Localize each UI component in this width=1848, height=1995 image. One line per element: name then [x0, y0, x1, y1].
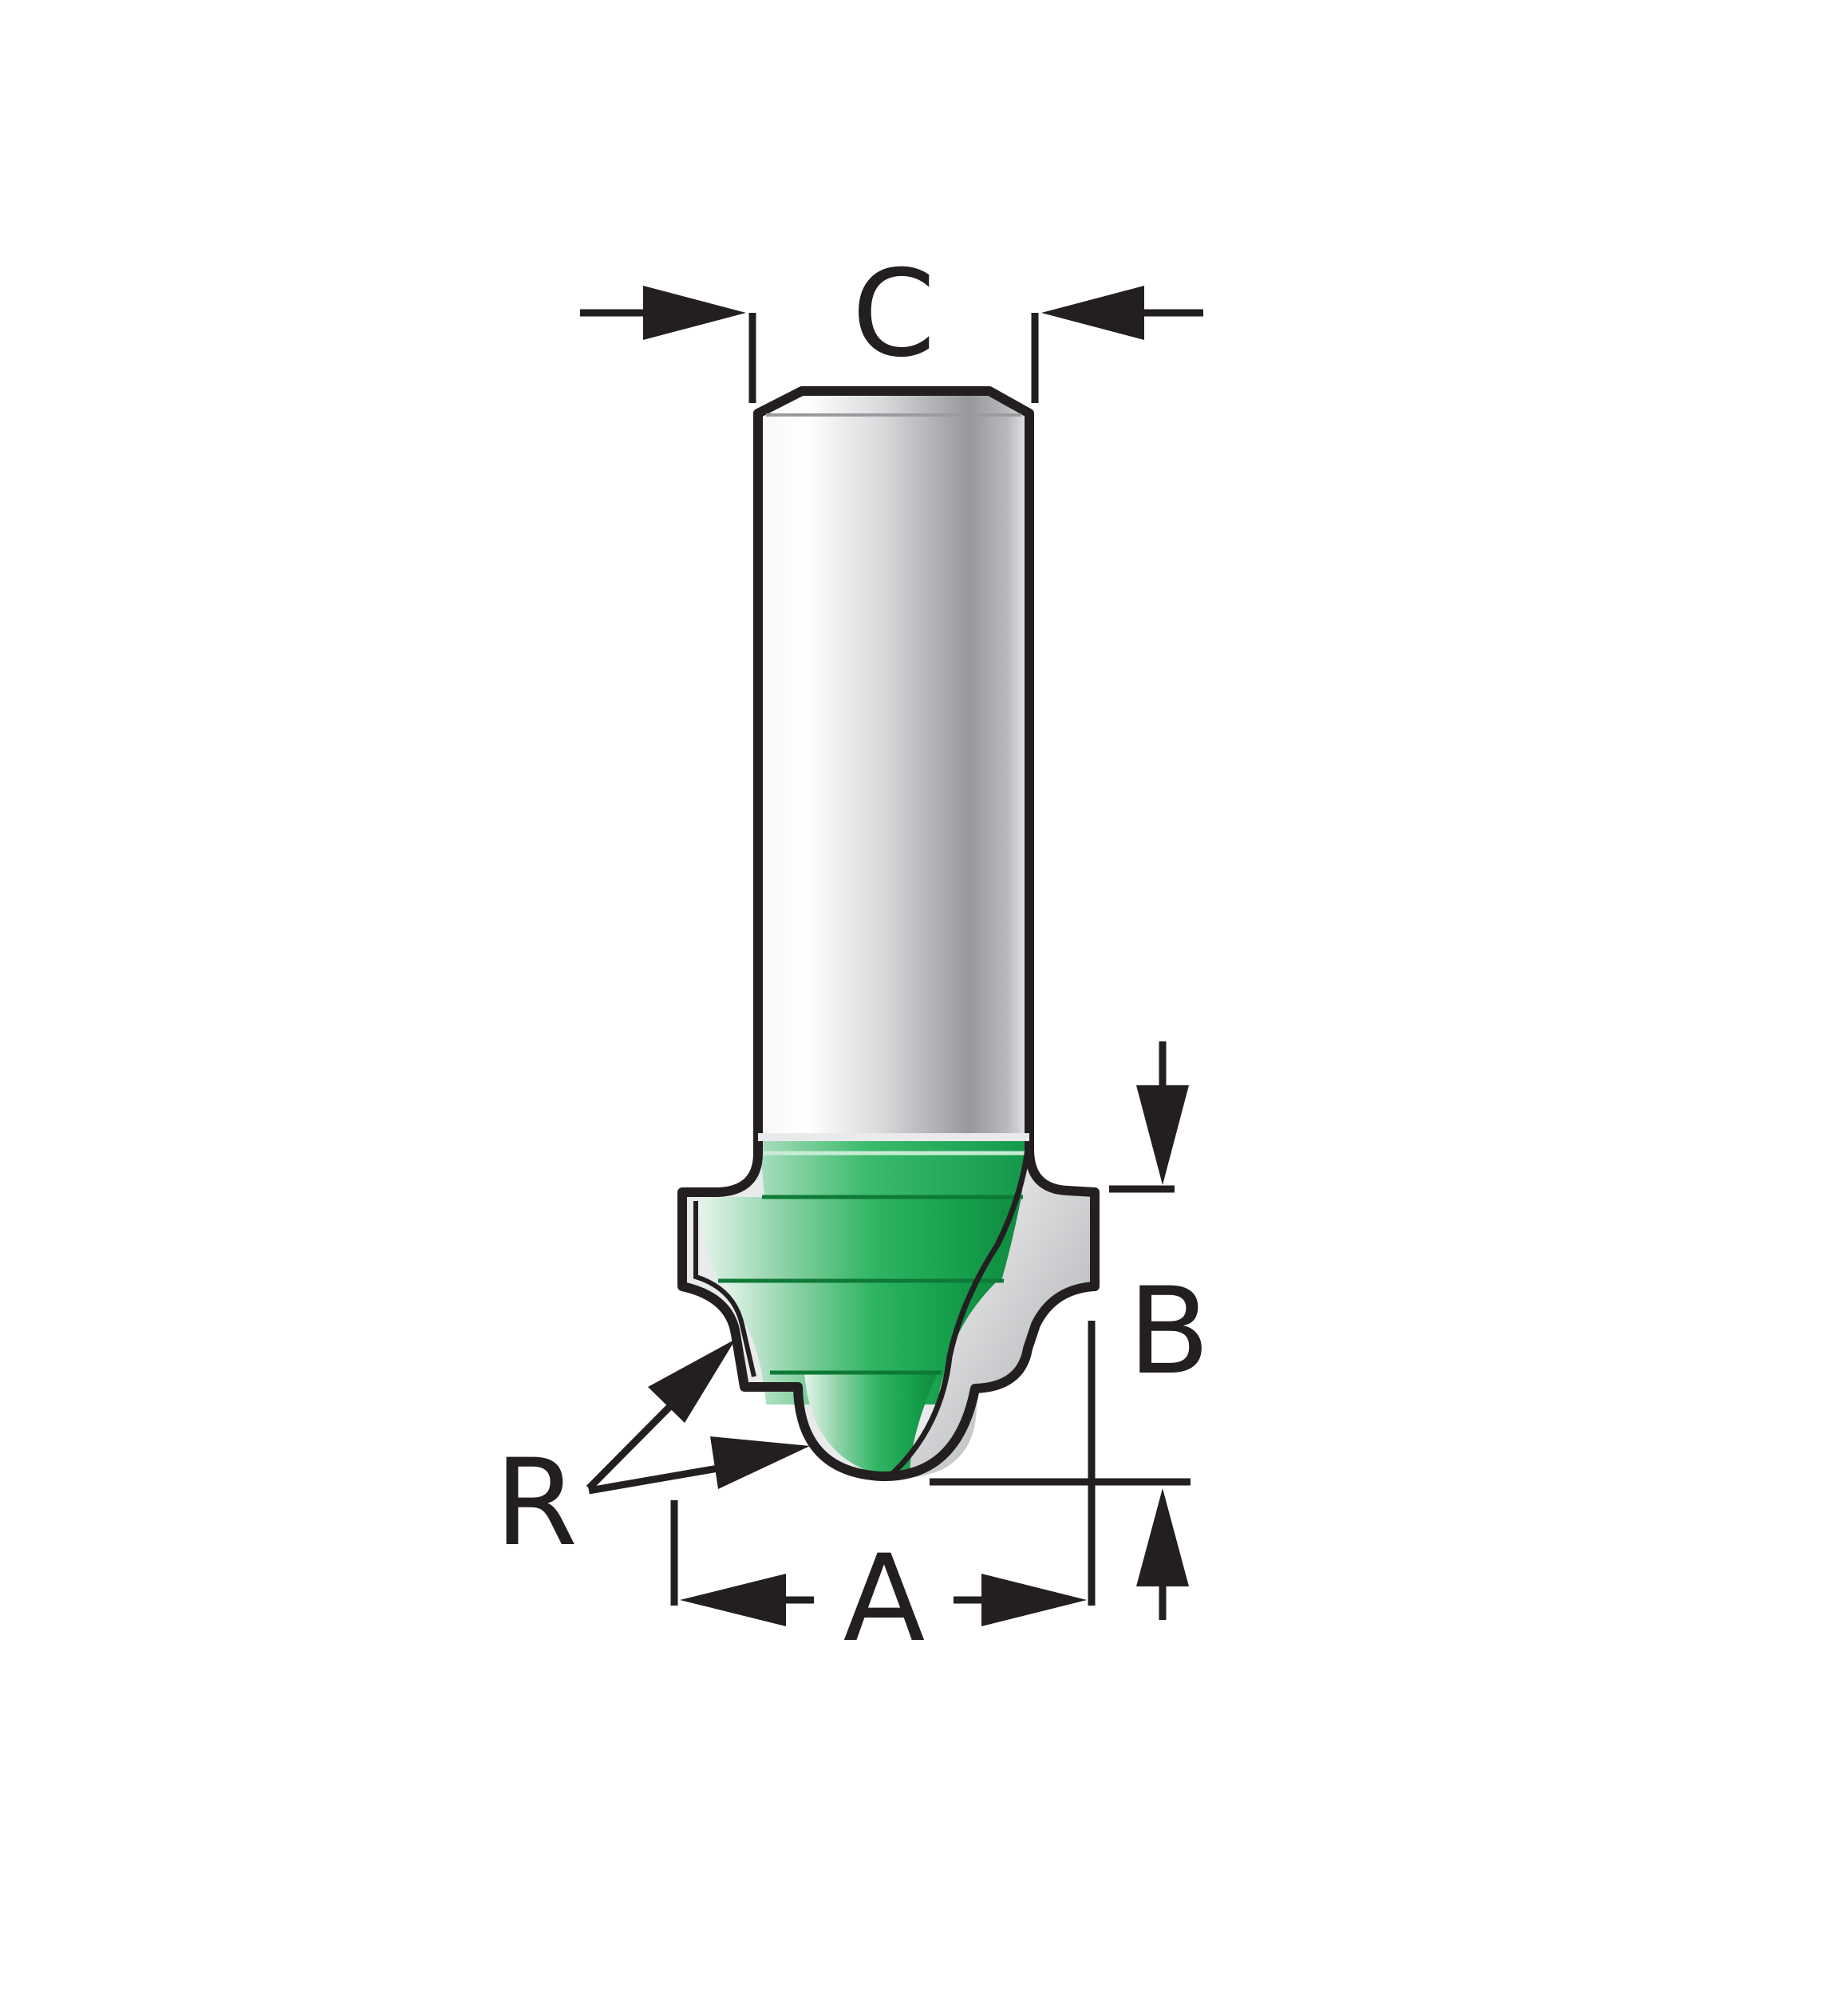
c-label: C [852, 245, 936, 384]
r-leader-lower [588, 1464, 719, 1495]
r-label: R [495, 1434, 578, 1573]
green-bead [804, 1373, 938, 1478]
cutter-head [677, 1133, 1100, 1482]
c-arrow-left-head [643, 286, 746, 340]
r-leader-upper [586, 1395, 681, 1491]
r-arrow-upper-head [648, 1339, 736, 1423]
b-arrow-top-head [1136, 1085, 1189, 1185]
flange-inner-outline [693, 1201, 756, 1377]
b-label: B [1128, 1262, 1210, 1401]
profile-edge [887, 1148, 1031, 1479]
r-arrow-lower-head [710, 1436, 810, 1489]
a-arrow-right-head [981, 1574, 1087, 1626]
shank-body [753, 386, 1034, 1150]
steel-body [886, 1149, 1093, 1478]
dimension-c: C [580, 245, 1203, 403]
green-flange [698, 1197, 1021, 1281]
a-arrow-left-head [680, 1574, 786, 1626]
green-collar [760, 1141, 1028, 1197]
b-arrow-bottom-head [1136, 1488, 1189, 1586]
dimension-a: A [670, 1321, 1096, 1669]
radius-r: R [495, 1339, 810, 1573]
c-arrow-right-head [1041, 286, 1144, 340]
dimension-b: B [930, 1041, 1210, 1620]
shank [753, 386, 1034, 1150]
cutter-outline [677, 1141, 1100, 1482]
a-label: A [843, 1530, 926, 1669]
